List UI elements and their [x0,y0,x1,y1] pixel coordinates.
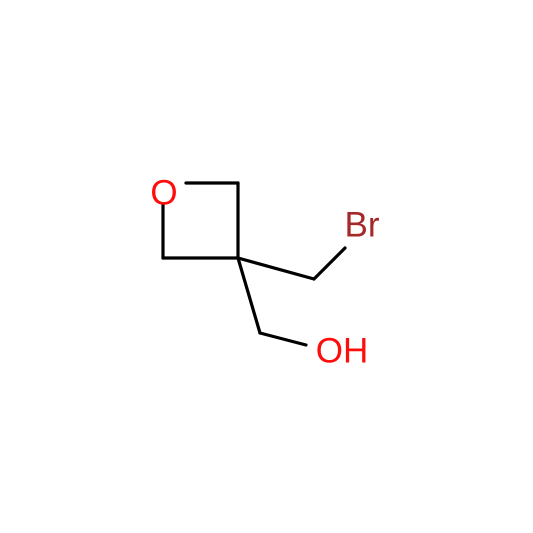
bond-ch2-oh [258,331,308,347]
bond-group [161,181,347,347]
bromine-label: Br [345,205,380,244]
ring-oxygen-label: O [150,173,177,212]
bond-c3-ch2br [236,256,316,281]
bond-ch2-br [312,246,347,281]
hydroxyl-label: OH [316,331,369,370]
bond-c3-ch2oh [236,256,262,335]
